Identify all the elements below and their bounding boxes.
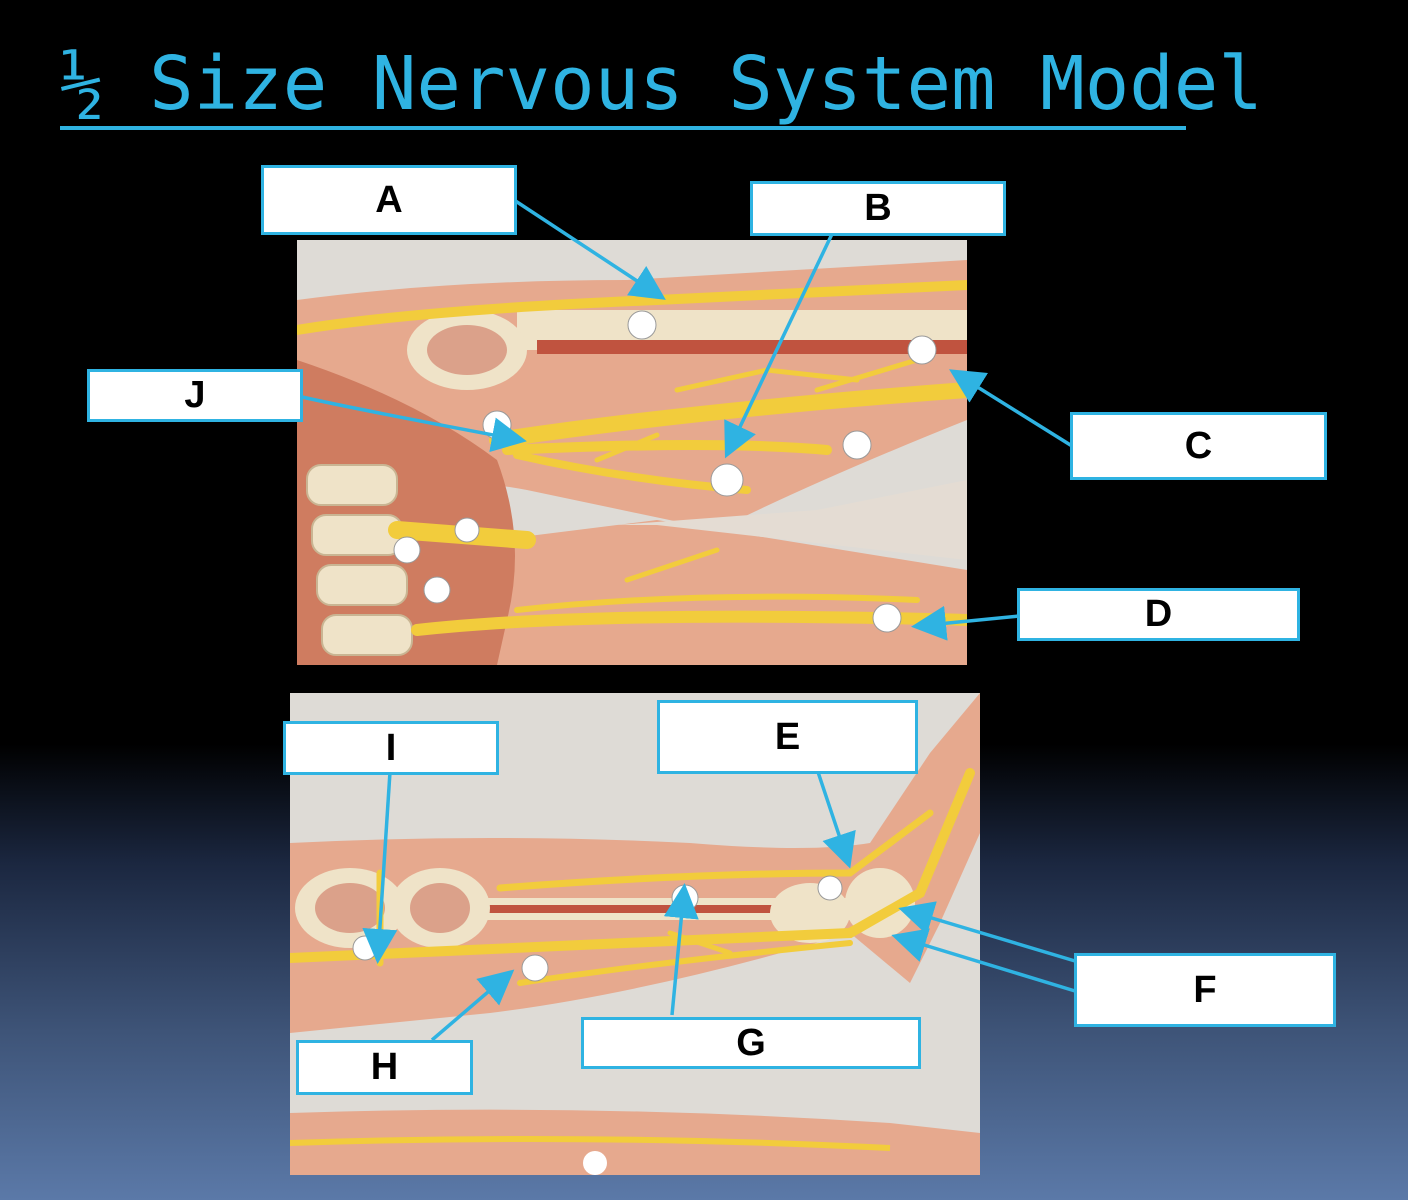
arrow-f1 [898, 901, 1076, 963]
page-title: ½ Size Nervous System Model [60, 42, 1263, 130]
label-box-b[interactable]: B [750, 181, 1006, 236]
arrow-g [663, 883, 699, 1016]
label-box-c[interactable]: C [1070, 412, 1327, 480]
arrow-a [513, 198, 666, 300]
arrow-e [816, 771, 856, 869]
label-box-a[interactable]: A [261, 165, 517, 235]
arrow-d [911, 605, 1020, 641]
arrow-b [724, 233, 834, 459]
arrow-f2 [891, 928, 1076, 993]
arrow-j [301, 395, 527, 453]
arrow-h [430, 969, 515, 1042]
label-box-d[interactable]: D [1017, 588, 1300, 641]
label-box-f[interactable]: F [1074, 953, 1336, 1027]
upper-limb-model-image [297, 240, 967, 665]
label-box-i[interactable]: I [283, 721, 499, 775]
arrow-c [949, 369, 1073, 448]
label-box-g[interactable]: G [581, 1017, 921, 1069]
label-box-j[interactable]: J [87, 369, 303, 422]
label-box-h[interactable]: H [296, 1040, 473, 1095]
label-box-e[interactable]: E [657, 700, 918, 774]
arrow-i [362, 771, 398, 964]
